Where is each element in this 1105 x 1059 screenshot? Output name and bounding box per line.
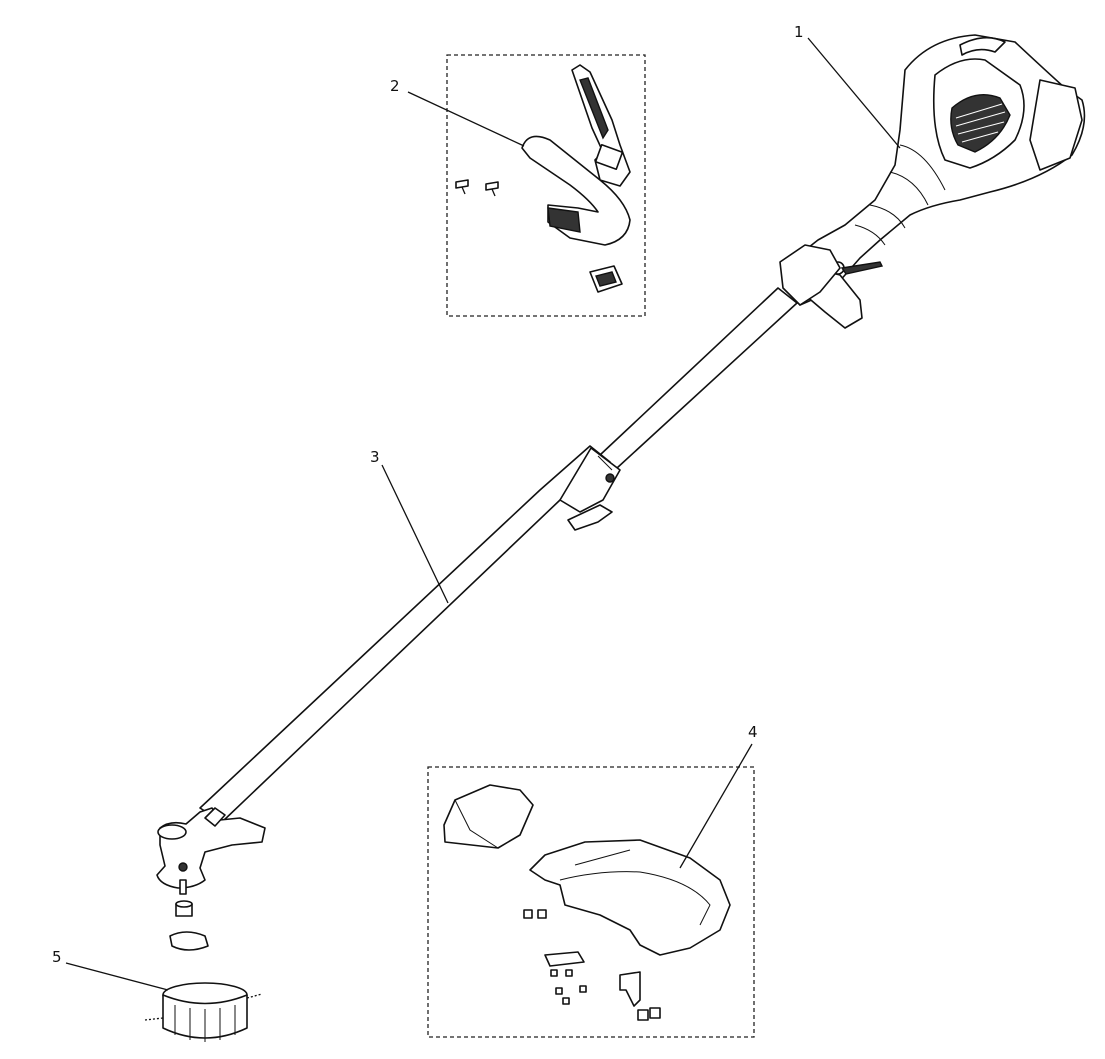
guard-kit (443, 784, 731, 1021)
handle-kit-box (446, 54, 646, 317)
auxiliary-handle-kit (455, 64, 631, 293)
spool-head (144, 982, 263, 1042)
callout-1: 1 (794, 23, 804, 41)
guard-kit-box (427, 766, 755, 1038)
trimmer-head-mount (156, 807, 266, 951)
leader-4 (679, 743, 753, 869)
motor-housing-handle (779, 34, 1086, 329)
leader-1 (807, 37, 901, 149)
shaft-tube (199, 287, 798, 823)
leader-5 (65, 962, 169, 991)
callout-4: 4 (748, 723, 758, 741)
callout-3: 3 (370, 448, 380, 466)
callout-5: 5 (52, 948, 62, 966)
leader-2 (407, 91, 525, 147)
leader-3 (381, 464, 449, 604)
callout-2: 2 (390, 77, 400, 95)
